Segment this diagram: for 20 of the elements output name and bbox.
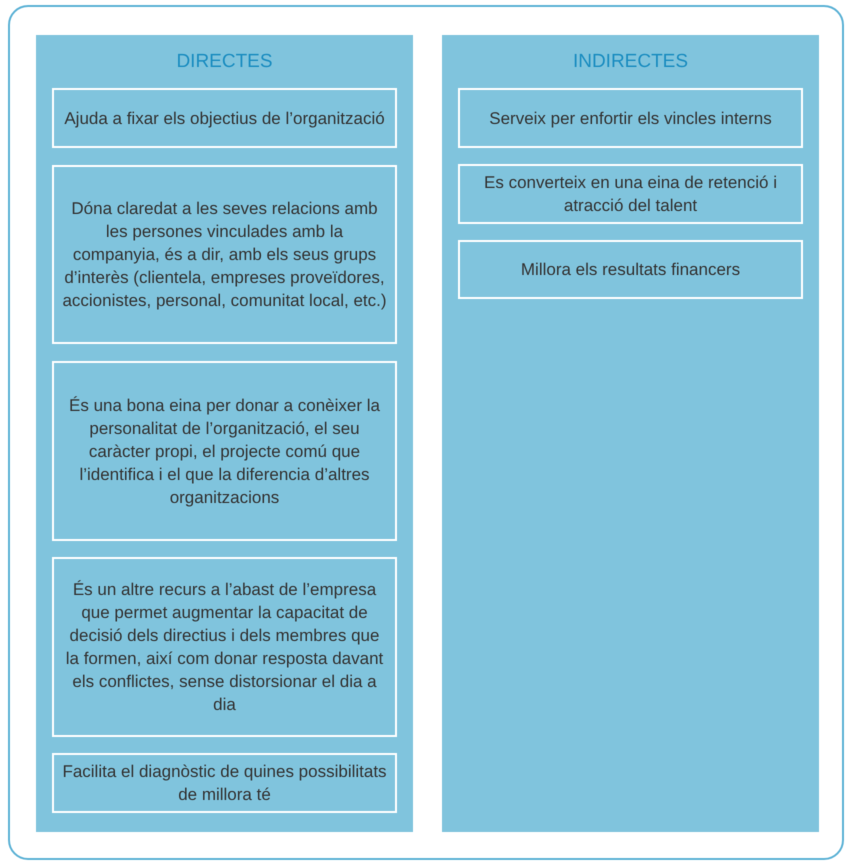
text-box bbox=[52, 361, 397, 541]
item-text: Es converteix en una eina de retenció i atracció del talent bbox=[483, 172, 778, 217]
text-box bbox=[52, 165, 397, 344]
column-panel bbox=[442, 35, 819, 832]
text-box bbox=[52, 557, 397, 737]
text-box bbox=[52, 753, 397, 813]
item-text: Ajuda a fixar els objectius de l’organització bbox=[63, 108, 386, 130]
column-heading: DIRECTES bbox=[175, 51, 274, 73]
item-text: Dóna claredat a les seves relacions amb les persones vinculades amb la companyia, és a dir, amb els seus grups d’interès (clientela, empreses proveïdores, accionistes, personal, comunitat local, etc.) bbox=[61, 198, 388, 312]
text-box bbox=[458, 240, 803, 299]
item-text: Millora els resultats financers bbox=[520, 259, 742, 281]
column-heading: INDIRECTES bbox=[572, 51, 690, 73]
text-box bbox=[458, 164, 803, 224]
item-text: És una bona eina per donar a conèixer la personalitat de l’organització, el seu caràcter propi, el projecte comú que l’identifica i el que la diferencia d’altres organitzacions bbox=[68, 394, 381, 508]
item-text: Serveix per enfortir els vincles interns bbox=[488, 108, 773, 130]
text-box bbox=[52, 88, 397, 148]
column-panel bbox=[36, 35, 413, 832]
item-text: Facilita el diagnòstic de quines possibilitats de millora té bbox=[61, 761, 388, 806]
text-box bbox=[458, 88, 803, 148]
item-text: És un altre recurs a l’abast de l’empresa que permet augmentar la capacitat de decisió dels directius i dels membres que la formen, així com donar resposta davant els conflictes, sense distorsionar el dia a dia bbox=[64, 579, 384, 716]
